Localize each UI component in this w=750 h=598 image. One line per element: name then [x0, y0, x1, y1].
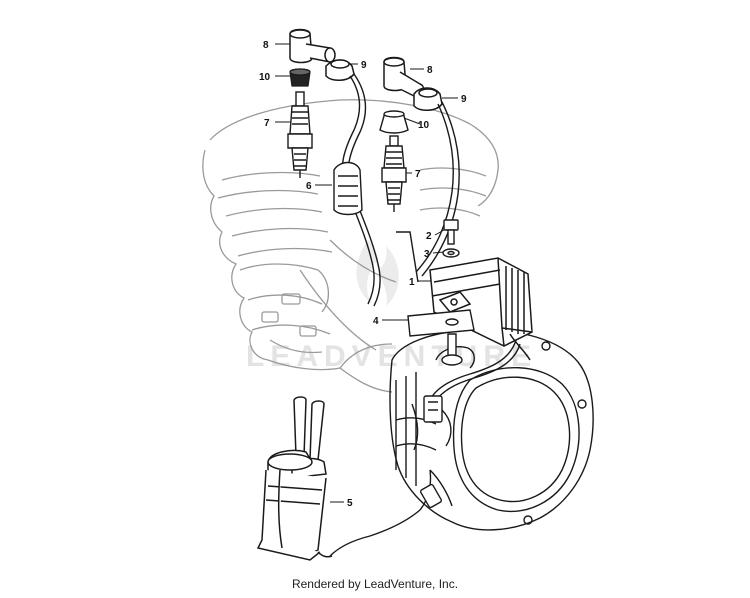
callout-3: 3 [424, 249, 430, 260]
callout-10b: 10 [418, 120, 430, 131]
callout-4: 4 [373, 316, 379, 327]
spark-plug-right [381, 135, 407, 212]
spark-plug-boot-left [325, 59, 355, 81]
washer [442, 248, 460, 258]
spark-plug-cap-left [289, 28, 336, 64]
callout-7a: 7 [264, 118, 270, 129]
callout-7b: 7 [415, 169, 421, 180]
spark-plug-boot-right [413, 87, 443, 111]
watermark-logo-icon [356, 240, 399, 306]
callout-5: 5 [347, 498, 353, 509]
callout-2: 2 [426, 231, 432, 242]
callout-1: 1 [409, 277, 415, 288]
spark-plug-seal-left [289, 68, 311, 87]
callout-10a: 10 [259, 72, 271, 83]
callout-9b: 9 [461, 94, 467, 105]
spark-plug-left [287, 91, 313, 178]
spark-plug-seal-right [379, 110, 409, 134]
wire-retainer [333, 161, 363, 216]
ignition-coil [256, 396, 333, 561]
callout-8a: 8 [263, 40, 269, 51]
callout-9a: 9 [361, 60, 367, 71]
regulator-unit [429, 257, 533, 361]
mounting-bolt [443, 219, 459, 245]
footer-credit: Rendered by LeadVenture, Inc. [291, 577, 459, 591]
wire-harness [329, 339, 521, 557]
mounting-bracket [407, 309, 475, 366]
callout-8b: 8 [427, 65, 433, 76]
callout-labels: 8 9 10 7 6 8 9 10 7 2 3 1 4 5 [259, 40, 467, 509]
callout-6: 6 [306, 181, 312, 192]
engine-block [202, 99, 499, 393]
